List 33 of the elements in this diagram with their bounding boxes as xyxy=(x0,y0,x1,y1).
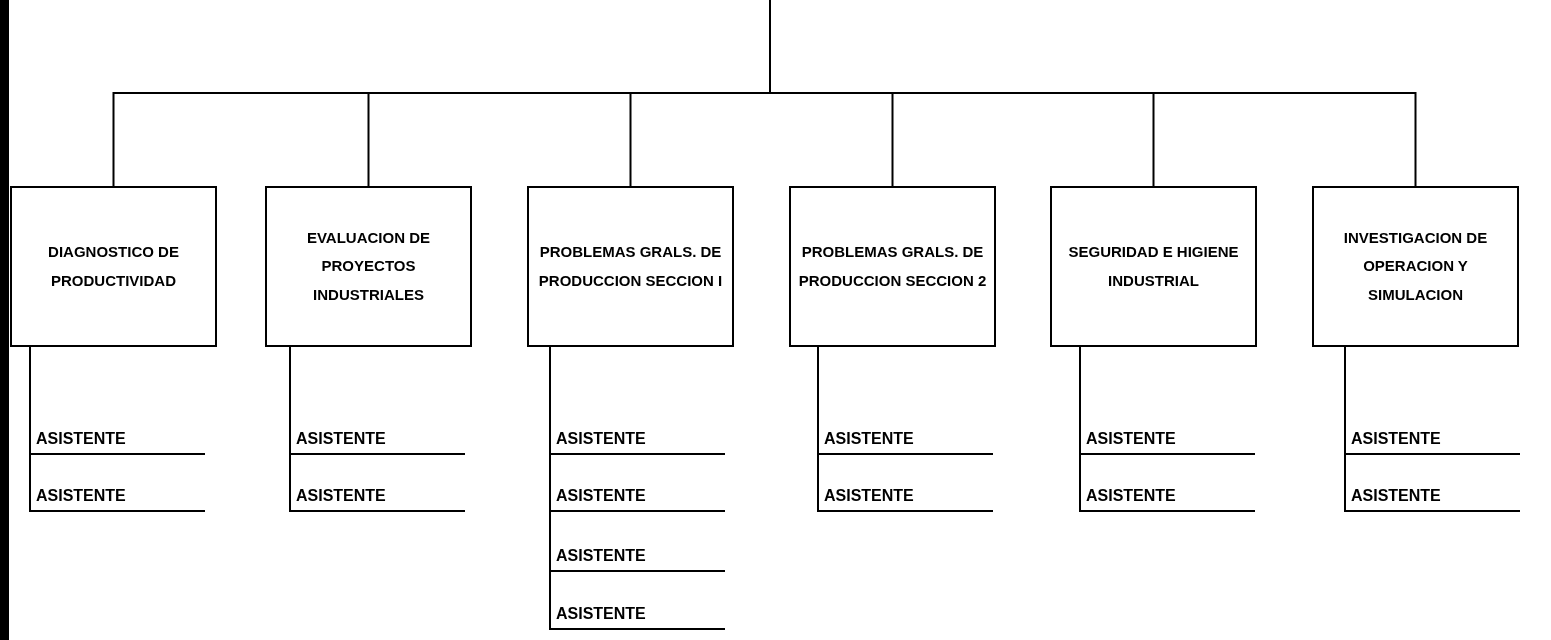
connector-line xyxy=(1079,346,1081,513)
position-title: PROBLEMAS GRALS. DE PRODUCCION SECCION 2 xyxy=(797,242,988,291)
position-box xyxy=(265,186,472,347)
assistant-label: ASISTENTE xyxy=(1080,425,1255,455)
assistant-label: ASISTENTE xyxy=(30,425,205,455)
assistant-label: ASISTENTE xyxy=(550,542,725,572)
connector-line xyxy=(817,346,819,513)
connector-line xyxy=(549,346,551,631)
position-title: DIAGNOSTICO DE PRODUCTIVIDAD xyxy=(47,242,180,291)
position-box xyxy=(1050,186,1257,347)
position-title: PROBLEMAS GRALS. DE PRODUCCION SECCION I xyxy=(537,242,724,291)
assistant-label: ASISTENTE xyxy=(1345,425,1520,455)
position-title: INVESTIGACION DE OPERACION Y SIMULACION xyxy=(1342,227,1489,305)
connector-line xyxy=(769,0,1417,187)
assistant-label: ASISTENTE xyxy=(30,482,205,512)
connector-line xyxy=(29,346,31,513)
position-title: SEGURIDAD E HIGIENE INDUSTRIAL xyxy=(1067,242,1240,291)
assistant-label: ASISTENTE xyxy=(818,425,993,455)
position-box xyxy=(1312,186,1519,347)
position-box xyxy=(527,186,734,347)
connector-line xyxy=(1344,346,1346,513)
assistant-label: ASISTENTE xyxy=(550,425,725,455)
connector-line xyxy=(289,346,291,513)
position-box xyxy=(10,186,217,347)
assistant-label: ASISTENTE xyxy=(290,482,465,512)
assistant-label: ASISTENTE xyxy=(550,600,725,630)
assistant-label: ASISTENTE xyxy=(1080,482,1255,512)
assistant-label: ASISTENTE xyxy=(818,482,993,512)
position-box xyxy=(789,186,996,347)
position-title: EVALUACION DE PROYECTOS INDUSTRIALES xyxy=(305,227,432,305)
assistant-label: ASISTENTE xyxy=(550,482,725,512)
assistant-label: ASISTENTE xyxy=(290,425,465,455)
assistant-label: ASISTENTE xyxy=(1345,482,1520,512)
